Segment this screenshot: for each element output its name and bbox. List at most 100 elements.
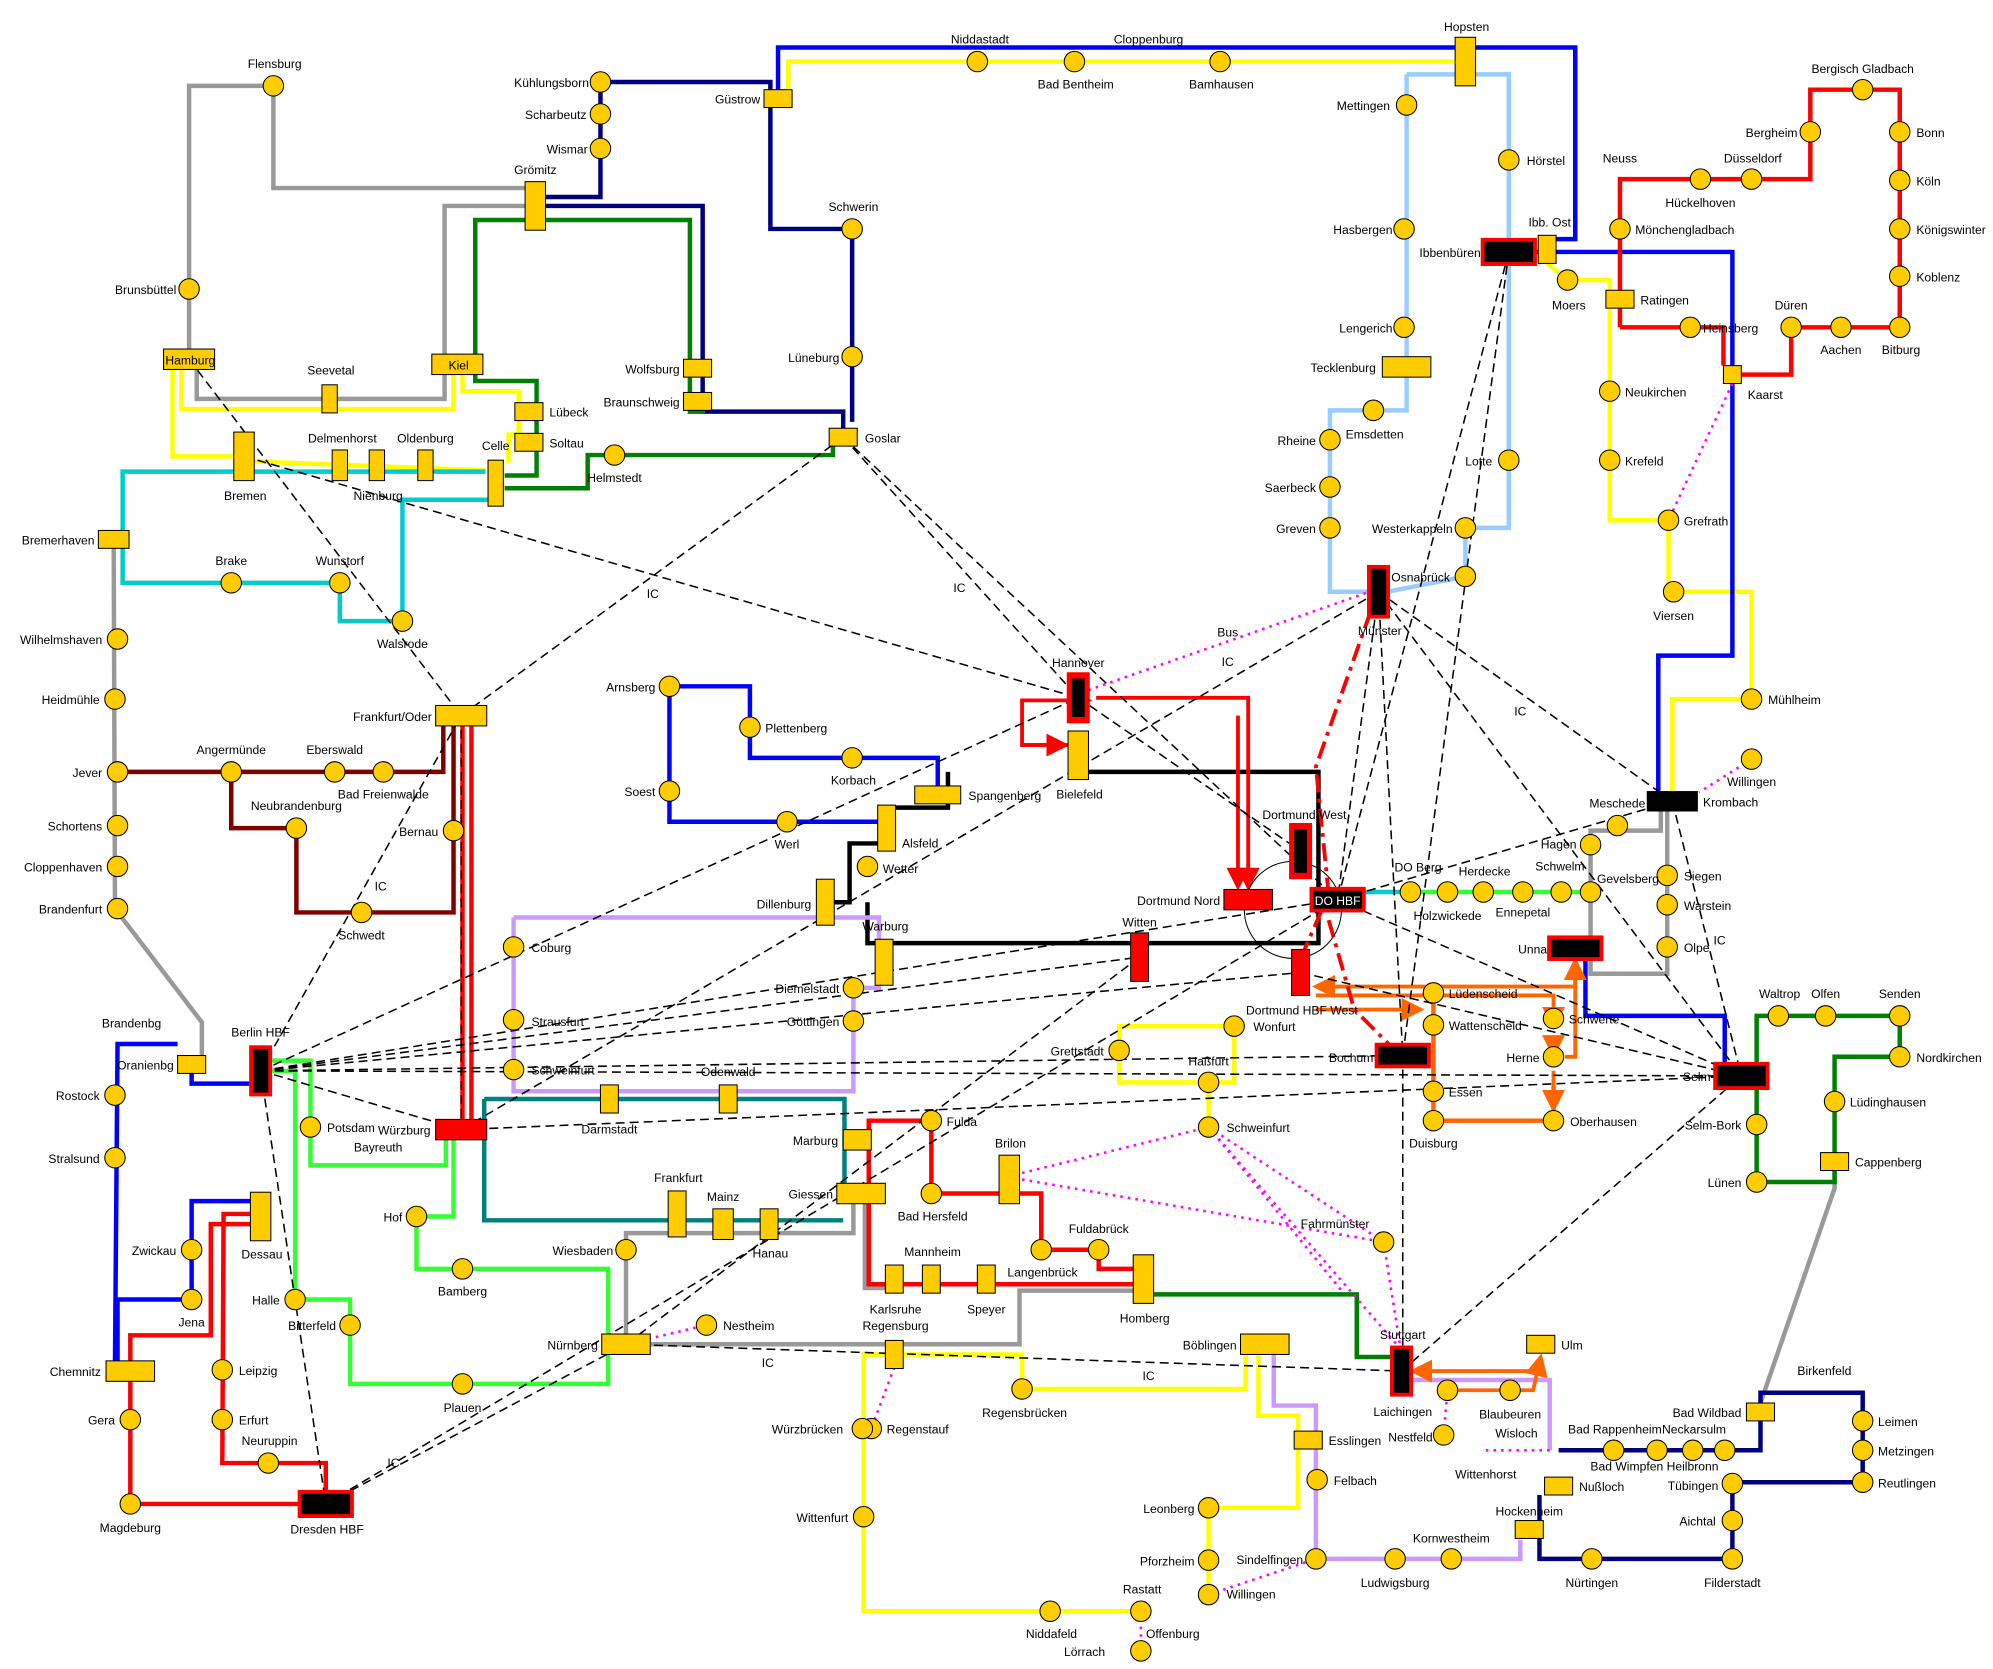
station[interactable]	[1291, 948, 1311, 996]
station-box[interactable]	[877, 804, 897, 852]
station[interactable]	[249, 1045, 273, 1097]
station[interactable]	[1108, 1039, 1130, 1062]
station[interactable]	[1132, 1254, 1155, 1304]
hub-station[interactable]	[1370, 568, 1387, 615]
station[interactable]	[1602, 1439, 1625, 1462]
station[interactable]	[1381, 356, 1432, 378]
station[interactable]	[321, 384, 338, 414]
station[interactable]	[106, 814, 129, 837]
station-circle[interactable]	[1063, 50, 1086, 73]
station-circle[interactable]	[1030, 1238, 1052, 1261]
station[interactable]	[1067, 730, 1089, 781]
station-circle[interactable]	[841, 218, 863, 240]
station[interactable]	[1889, 121, 1911, 143]
station-circle[interactable]	[1432, 1424, 1455, 1446]
station[interactable]	[1740, 168, 1763, 190]
station-circle[interactable]	[1721, 1509, 1744, 1532]
station-circle[interactable]	[1399, 881, 1422, 903]
station-circle[interactable]	[391, 610, 414, 632]
station[interactable]	[1657, 509, 1680, 531]
station-box[interactable]	[524, 181, 547, 231]
red-station[interactable]	[1291, 948, 1311, 996]
station[interactable]	[487, 459, 504, 507]
station-circle[interactable]	[502, 936, 525, 958]
hub-station[interactable]	[1378, 1046, 1428, 1065]
station[interactable]	[1646, 791, 1698, 812]
station[interactable]	[435, 1118, 488, 1141]
station-circle[interactable]	[180, 1238, 203, 1261]
station[interactable]	[1436, 881, 1459, 903]
station[interactable]	[350, 901, 373, 924]
station-box[interactable]	[836, 1182, 886, 1205]
station-circle[interactable]	[1498, 449, 1520, 471]
station-circle[interactable]	[1646, 1439, 1668, 1462]
station[interactable]	[841, 218, 863, 240]
station-circle[interactable]	[1745, 1171, 1768, 1193]
station[interactable]	[1512, 881, 1534, 903]
station-circle[interactable]	[1889, 1046, 1911, 1068]
station-circle[interactable]	[1662, 581, 1685, 603]
station[interactable]	[1823, 1090, 1846, 1113]
station-box[interactable]	[1745, 1402, 1776, 1422]
station-box[interactable]	[682, 391, 713, 411]
station-box[interactable]	[667, 1190, 687, 1238]
hub-station[interactable]	[1717, 1065, 1766, 1087]
station-circle[interactable]	[589, 103, 612, 125]
station-box[interactable]	[599, 1084, 619, 1114]
station-circle[interactable]	[1422, 1109, 1445, 1132]
station-circle[interactable]	[589, 71, 612, 93]
station[interactable]	[1432, 1424, 1455, 1446]
station-circle[interactable]	[1814, 1005, 1837, 1027]
station-circle[interactable]	[1197, 1116, 1220, 1138]
station[interactable]	[1374, 1042, 1431, 1069]
station-circle[interactable]	[1422, 982, 1445, 1004]
station[interactable]	[514, 432, 544, 452]
station-circle[interactable]	[658, 675, 681, 698]
station-box[interactable]	[1526, 1334, 1556, 1354]
station[interactable]	[920, 1182, 943, 1205]
station[interactable]	[1745, 1402, 1776, 1422]
station-circle[interactable]	[106, 855, 129, 878]
station[interactable]	[852, 1505, 875, 1528]
station-box[interactable]	[435, 704, 488, 727]
hub-station[interactable]	[1071, 678, 1085, 717]
station[interactable]	[1799, 121, 1822, 143]
station-circle[interactable]	[104, 1084, 126, 1106]
station[interactable]	[603, 444, 626, 466]
station-box[interactable]	[233, 431, 255, 482]
station[interactable]	[285, 817, 308, 839]
station-circle[interactable]	[1209, 50, 1231, 73]
station-box[interactable]	[1514, 1520, 1544, 1539]
station[interactable]	[514, 402, 544, 422]
station[interactable]	[431, 353, 484, 376]
station[interactable]	[1740, 688, 1763, 710]
station-circle[interactable]	[119, 1408, 142, 1431]
station-box[interactable]	[97, 529, 130, 549]
station[interactable]	[1682, 1439, 1704, 1462]
station[interactable]	[451, 1373, 474, 1395]
station-box[interactable]	[874, 938, 894, 986]
station[interactable]	[104, 1084, 126, 1106]
station[interactable]	[1289, 823, 1313, 880]
station[interactable]	[1384, 1548, 1406, 1570]
station-circle[interactable]	[350, 901, 373, 924]
station[interactable]	[1066, 672, 1090, 724]
station[interactable]	[372, 761, 395, 783]
station-circle[interactable]	[841, 747, 863, 769]
station[interactable]	[1063, 50, 1086, 73]
station[interactable]	[884, 1339, 904, 1370]
station[interactable]	[1514, 1520, 1544, 1539]
station-circle[interactable]	[451, 1258, 474, 1280]
station[interactable]	[658, 675, 681, 698]
station-box[interactable]	[718, 1084, 738, 1114]
station-circle[interactable]	[106, 897, 129, 920]
station-circle[interactable]	[1721, 1472, 1744, 1495]
station-circle[interactable]	[603, 444, 626, 466]
station[interactable]	[339, 1314, 361, 1336]
station[interactable]	[1130, 1600, 1152, 1622]
station[interactable]	[1393, 316, 1415, 339]
station[interactable]	[877, 804, 897, 852]
station-box[interactable]	[1605, 289, 1635, 309]
station[interactable]	[1197, 1549, 1220, 1571]
station-circle[interactable]	[1197, 1549, 1220, 1571]
